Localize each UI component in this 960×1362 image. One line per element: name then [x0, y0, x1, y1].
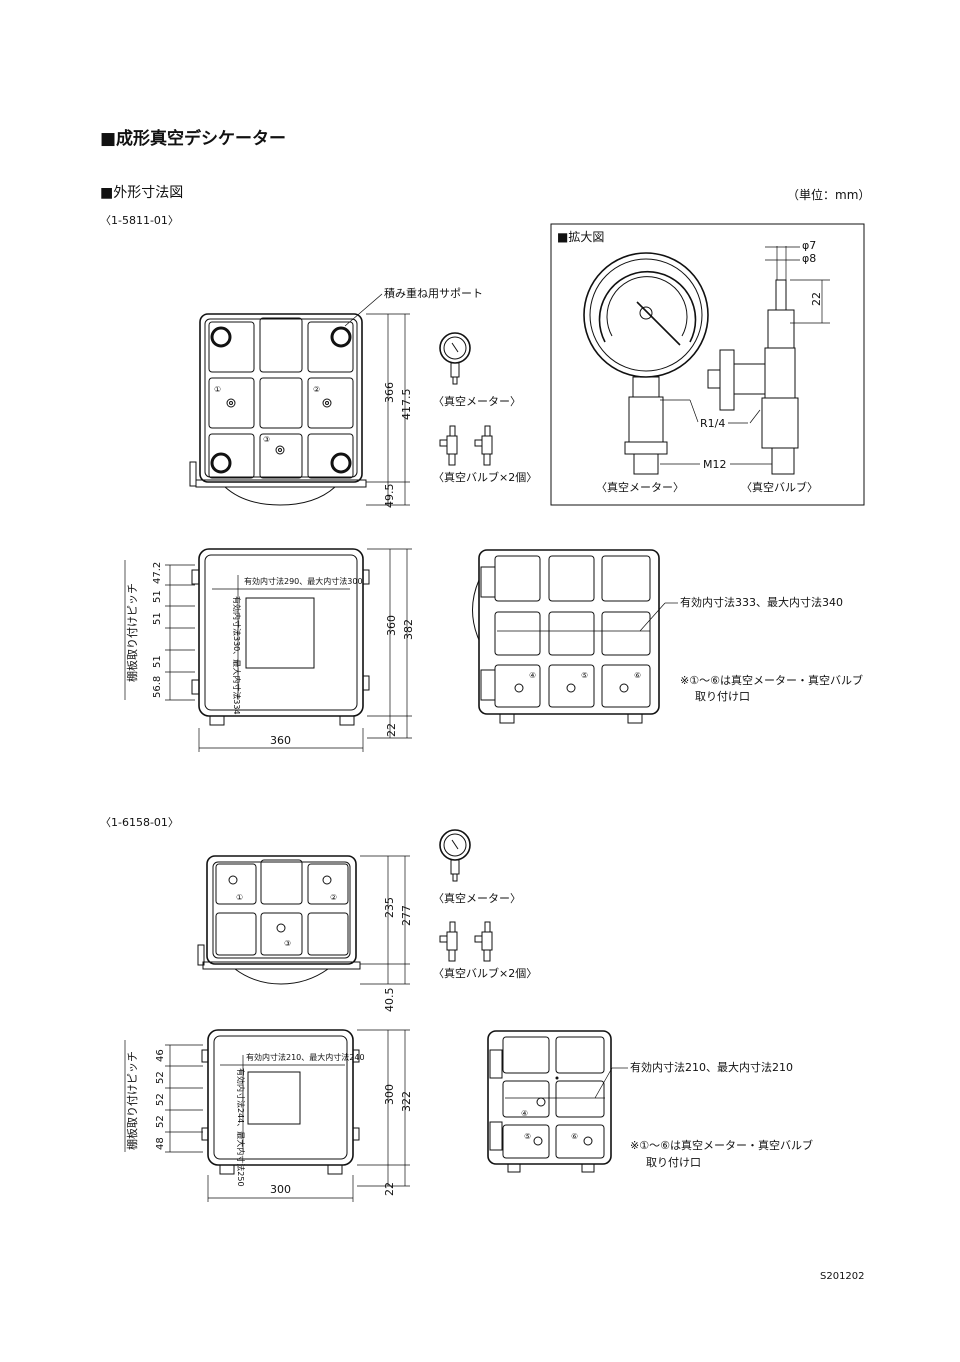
- model-b-gauge-label: 〈真空メーター〉: [433, 892, 521, 905]
- port-2: ②: [313, 385, 320, 394]
- model-b-inner-v: 有効内寸法244、最大内寸法250: [236, 1068, 246, 1187]
- model-a-side-inner: 有効内寸法333、最大内寸法340: [680, 596, 843, 609]
- model-a-dim-366: 366: [383, 382, 396, 403]
- model-a-pitch-label: 棚板取り付けピッチ: [125, 583, 139, 682]
- model-b-front-h2: 322: [400, 1091, 413, 1112]
- model-b-side-inner: 有効内寸法210、最大内寸法210: [630, 1061, 793, 1074]
- model-b-dim-40: 40.5: [383, 988, 396, 1013]
- section-title: ■外形寸法図: [100, 185, 184, 201]
- model-a-gauge-icon: [439, 332, 471, 385]
- model-b-pitch-label: 棚板取り付けピッチ: [125, 1051, 139, 1150]
- enlarged-m12: M12: [703, 458, 727, 471]
- model-b-valve-icons: [439, 921, 493, 962]
- model-a-dim-417: 417.5: [400, 389, 413, 421]
- enlarged-title: ■拡大図: [557, 230, 605, 244]
- footer-code: S201202: [820, 1271, 865, 1282]
- model-b-dim-277: 277: [400, 905, 413, 926]
- model-a-inner-h: 有効内寸法290、最大内寸法300: [244, 576, 363, 586]
- model-a-front-view: 有効内寸法290、最大内寸法300 有効内寸法330、最大内寸法334 棚板取り…: [124, 548, 415, 752]
- model-b-top-view: ① ② ③ 235 277 40.5: [197, 855, 413, 1013]
- model-a-width: 360: [270, 734, 291, 747]
- model-b-code: 〈1-6158-01〉: [100, 816, 179, 829]
- model-b-front-h1: 300: [383, 1084, 396, 1105]
- model-a-gauge-label: 〈真空メーター〉: [433, 395, 521, 408]
- model-a-valve-icons: [439, 425, 493, 466]
- model-a-top-view: ① ② ③ 366 417.5 49.5: [189, 293, 413, 509]
- model-a-code: 〈1-5811-01〉: [100, 214, 179, 227]
- model-a-pitch-4: 56.8: [152, 676, 163, 698]
- port-1: ①: [214, 385, 221, 394]
- model-b-front-view: 有効内寸法210、最大内寸法240 有効内寸法244、最大内寸法250 棚板取り…: [124, 1029, 413, 1202]
- port-3: ③: [263, 435, 270, 444]
- port-b1: ①: [236, 893, 243, 902]
- model-b-pitch-2: 52: [155, 1093, 166, 1106]
- model-b-dim-235: 235: [383, 897, 396, 918]
- model-a-pitch-1: 51: [152, 590, 163, 603]
- enlarged-phi8: φ8: [802, 252, 817, 265]
- enlarged-view: 22: [550, 223, 865, 506]
- model-b-gauge-icon: [439, 829, 471, 882]
- port-b2: ②: [330, 893, 337, 902]
- model-a-front-foot: 22: [385, 723, 398, 737]
- enlarged-gauge-label: 〈真空メーター〉: [596, 481, 684, 494]
- enlarged-valve-label: 〈真空バルブ〉: [741, 481, 818, 494]
- model-a-side-view: ④ ⑤ ⑥: [472, 549, 678, 724]
- model-b-valve-label: 〈真空バルブ×2個〉: [433, 967, 538, 980]
- port-b4: ④: [521, 1109, 528, 1118]
- port-6: ⑥: [634, 671, 641, 680]
- model-b-side-view: ④ ⑤ ⑥: [487, 1030, 628, 1173]
- model-b-inner-h: 有効内寸法210、最大内寸法240: [246, 1052, 365, 1062]
- enlarged-phi7: φ7: [802, 239, 817, 252]
- model-b-width: 300: [270, 1183, 291, 1196]
- port-b3: ③: [284, 939, 291, 948]
- model-a-front-h2: 382: [402, 619, 415, 640]
- page-title: ■成形真空デシケーター: [100, 129, 287, 149]
- model-a-pitch-0: 47.2: [152, 562, 163, 584]
- model-b-pitch-0: 46: [155, 1049, 166, 1062]
- port-4: ④: [529, 671, 536, 680]
- model-a-pitch-3: 51: [152, 655, 163, 668]
- model-b-pitch-1: 52: [155, 1071, 166, 1084]
- port-b5: ⑤: [524, 1132, 531, 1141]
- port-b6: ⑥: [571, 1132, 578, 1141]
- enlarged-dim-22: 22: [810, 292, 823, 306]
- model-a-pitch-2: 51: [152, 612, 163, 625]
- model-a-dim-49: 49.5: [383, 484, 396, 509]
- model-b-front-foot: 22: [383, 1182, 396, 1196]
- model-a-note-1: ※①～⑥は真空メーター・真空バルブ: [680, 674, 863, 687]
- enlarged-r14: R1/4: [700, 417, 726, 430]
- model-b-note-1: ※①～⑥は真空メーター・真空バルブ: [630, 1139, 813, 1152]
- unit-label: （単位：mm）: [787, 188, 871, 202]
- model-b-pitch-3: 52: [155, 1115, 166, 1128]
- model-b-pitch-4: 48: [155, 1137, 166, 1150]
- model-a-note-2: 取り付け口: [695, 690, 750, 703]
- model-a-inner-v: 有効内寸法330、最大内寸法334: [232, 596, 242, 715]
- model-b-note-2: 取り付け口: [646, 1156, 701, 1169]
- stack-support-label: 積み重ね用サポート: [384, 287, 483, 300]
- port-5: ⑤: [581, 671, 588, 680]
- model-a-valve-label: 〈真空バルブ×2個〉: [433, 471, 538, 484]
- model-a-front-h1: 360: [385, 615, 398, 636]
